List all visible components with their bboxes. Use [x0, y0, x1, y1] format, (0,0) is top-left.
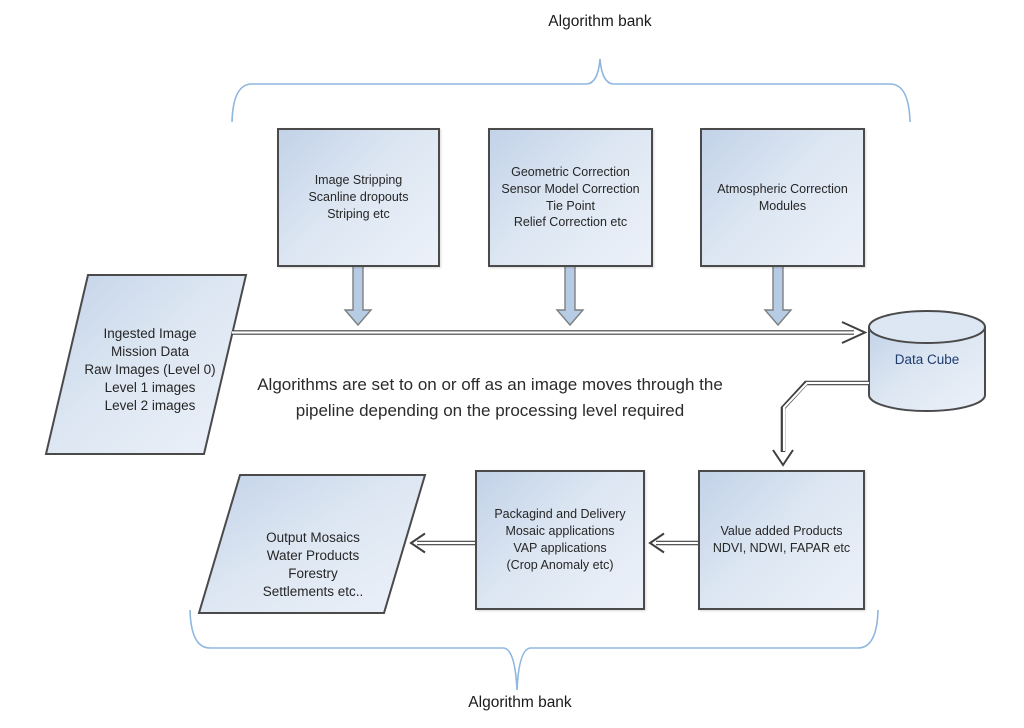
value-to-packaging-arrow	[648, 532, 698, 554]
pipeline-note: Algorithms are set to on or off as an im…	[257, 375, 723, 421]
cube-to-value-connector	[772, 380, 869, 467]
main-pipeline-connector	[232, 321, 868, 344]
output-parallelogram	[197, 474, 427, 614]
node-ingested-input-text: Ingested Image Mission Data Raw Images (…	[84, 326, 216, 413]
bottom-algorithm-bank-label: Algorithm bank	[468, 694, 572, 711]
top-brace	[231, 58, 911, 123]
packaging-to-output-arrow	[409, 532, 476, 554]
bottom-brace	[189, 609, 879, 691]
node-packaging-delivery: Packagind and Delivery Mosaic applicatio…	[475, 470, 645, 610]
data-cube-cylinder	[868, 310, 986, 412]
top-algorithm-bank-label: Algorithm bank	[548, 13, 652, 30]
block-arrow-atmospheric	[763, 265, 793, 327]
node-image-stripping: Image Stripping Scanline dropouts Stripi…	[277, 128, 440, 267]
data-cube-label: Data Cube	[894, 352, 960, 367]
node-output-products-text: Output Mosaics Water Products Forestry S…	[262, 530, 364, 599]
block-arrow-image-stripping	[343, 265, 373, 327]
node-geometric-correction: Geometric Correction Sensor Model Correc…	[488, 128, 653, 267]
input-parallelogram	[44, 274, 248, 455]
node-atmospheric-correction: Atmospheric Correction Modules	[700, 128, 865, 267]
block-arrow-geometric	[555, 265, 585, 327]
node-value-added-products: Value added Products NDVI, NDWI, FAPAR e…	[698, 470, 865, 610]
